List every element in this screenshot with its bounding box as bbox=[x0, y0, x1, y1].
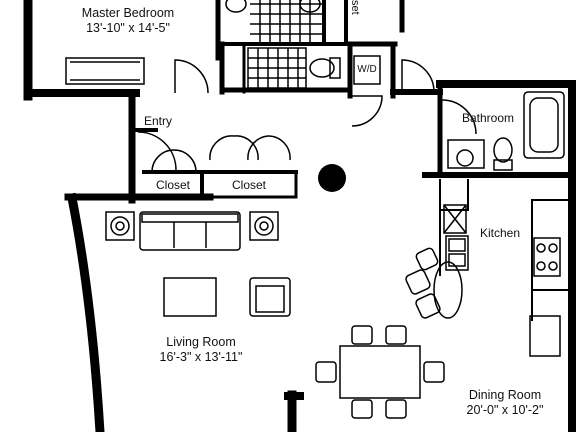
dining-chair bbox=[385, 325, 407, 345]
door-swing bbox=[209, 135, 259, 161]
living-room-dims: 16'-3" x 13'-11" bbox=[159, 350, 243, 364]
toilet bbox=[493, 137, 513, 163]
armchair-seat bbox=[255, 285, 285, 313]
lamp bbox=[115, 221, 125, 231]
kitchen-label: Kitchen bbox=[479, 226, 521, 240]
entry-label: Entry bbox=[143, 114, 172, 128]
dining-chair bbox=[351, 399, 373, 419]
bar-stool bbox=[415, 247, 439, 271]
dining-chair bbox=[351, 325, 373, 345]
lamp bbox=[259, 221, 269, 231]
dining-chair bbox=[315, 361, 337, 383]
dining-table bbox=[339, 345, 421, 399]
master-bedroom-dims: 13'-10" x 14'-5" bbox=[86, 21, 170, 35]
bathroom-label: Bathroom bbox=[461, 111, 515, 125]
door-swing bbox=[247, 135, 291, 161]
dishwasher bbox=[529, 315, 561, 357]
master-toilet-tank bbox=[329, 57, 341, 79]
burner bbox=[536, 261, 546, 271]
refrigerator-x bbox=[443, 204, 467, 234]
door-swing bbox=[401, 59, 435, 93]
bathroom-sink bbox=[456, 149, 474, 167]
dining-room-dims: 20'-0" x 10'-2" bbox=[466, 403, 544, 417]
toilet-tank bbox=[493, 159, 513, 171]
breakfast-bar bbox=[433, 261, 463, 319]
closet-right-label: Closet bbox=[231, 178, 266, 192]
bathtub-inner bbox=[529, 97, 559, 153]
bar-stool bbox=[415, 293, 441, 319]
coffee-table bbox=[163, 277, 217, 317]
vanity-sink bbox=[299, 0, 321, 13]
tile-lines bbox=[250, 0, 322, 42]
armchair bbox=[249, 277, 291, 317]
burner bbox=[536, 243, 546, 253]
closet-left-label: Closet bbox=[155, 178, 190, 192]
living-room-label: Living Room bbox=[166, 335, 236, 349]
bar-stool bbox=[405, 269, 431, 295]
vanity-sink bbox=[225, 0, 247, 13]
end-table bbox=[249, 211, 279, 241]
end-table bbox=[105, 211, 135, 241]
washer-dryer-box bbox=[353, 55, 381, 85]
dining-chair bbox=[385, 399, 407, 419]
dining-room-label: Dining Room bbox=[468, 388, 542, 402]
sofa bbox=[139, 211, 241, 251]
tile-lines bbox=[248, 48, 306, 88]
structural-column bbox=[318, 164, 346, 192]
curved-exterior-wall bbox=[66, 192, 105, 432]
bathtub bbox=[523, 91, 565, 159]
door-swing bbox=[351, 95, 383, 127]
master-bedroom-label: Master Bedroom bbox=[81, 6, 175, 20]
closet-top-label: set bbox=[349, 0, 361, 15]
lamp bbox=[254, 216, 274, 236]
door-swing bbox=[174, 59, 209, 94]
washer-dryer-label: W/D bbox=[357, 64, 377, 75]
dining-chair bbox=[423, 361, 445, 383]
door-swing bbox=[441, 99, 477, 135]
stove bbox=[533, 237, 561, 277]
bed-footboard bbox=[65, 57, 145, 85]
sofa-back bbox=[141, 213, 239, 223]
refrigerator bbox=[443, 204, 467, 234]
sink-basin bbox=[448, 238, 466, 252]
master-toilet bbox=[309, 58, 335, 78]
lamp bbox=[110, 216, 130, 236]
sink-basin bbox=[448, 253, 466, 267]
door-swing bbox=[137, 131, 177, 171]
bathroom-sink-counter bbox=[447, 139, 485, 169]
burner bbox=[548, 261, 558, 271]
door-swing bbox=[151, 149, 197, 173]
burner bbox=[548, 243, 558, 253]
